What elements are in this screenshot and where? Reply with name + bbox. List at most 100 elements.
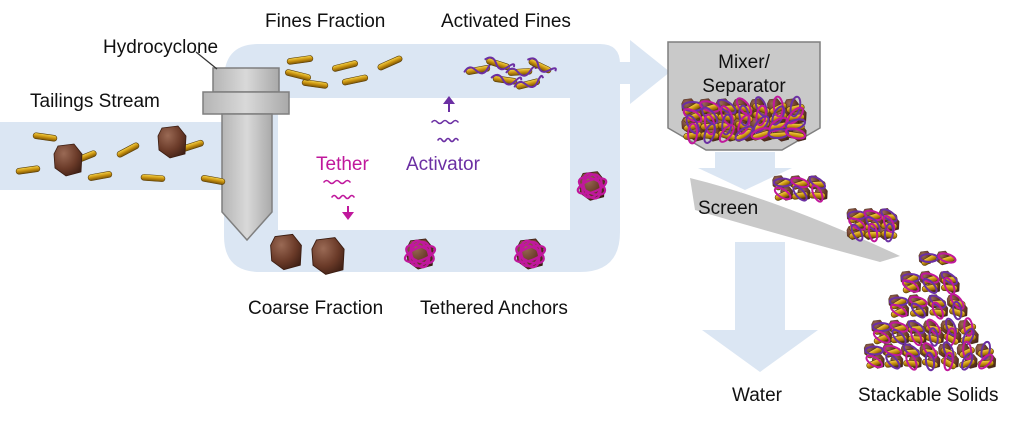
anchor-tether-loop (582, 172, 602, 200)
tether-molecule (323, 179, 351, 185)
floc-strand (701, 106, 719, 125)
hydrocyclone-collar (202, 91, 290, 115)
floc-strand (901, 279, 920, 293)
coarse-particle-body (311, 237, 345, 275)
floc-strand (929, 294, 947, 309)
floc-strand (960, 352, 974, 371)
floc-strand (734, 125, 754, 142)
fines-particle-body (341, 74, 369, 86)
label-tether: Tether (316, 154, 369, 175)
tailings-coarse (157, 125, 187, 159)
floc-strand (865, 354, 884, 369)
floc-strand (872, 330, 891, 344)
anchor-tether-loop (513, 244, 547, 264)
tethered-anchor (403, 238, 437, 270)
fines-particle-body (140, 174, 166, 182)
fines-particle-body (377, 55, 403, 71)
floc-strand (907, 320, 925, 334)
floc-strand (943, 351, 954, 372)
coarse-particle-body (270, 233, 302, 271)
activated-fine (490, 73, 523, 86)
tailings-coarse (53, 143, 83, 177)
fines-particle-body (864, 231, 882, 239)
floc-strand (792, 185, 808, 202)
screen-floc (772, 175, 828, 203)
fines-particle-body (331, 60, 359, 72)
tailings-fine (200, 175, 226, 185)
tethered-anchor (576, 171, 608, 201)
hydrocyclone (195, 51, 290, 242)
tether-molecule (331, 194, 355, 200)
floc-strand (891, 328, 907, 346)
floc-strand (963, 317, 974, 337)
floc-strand (910, 327, 923, 347)
coarse-particle (311, 237, 345, 275)
floc-strand (919, 253, 939, 263)
floc-strand (889, 303, 908, 318)
fines-particle (301, 79, 329, 89)
activator-strand (484, 56, 516, 71)
flow-paths (0, 40, 818, 372)
floc-fine (864, 231, 882, 239)
activated-fine (526, 57, 557, 74)
anchor-tether-loop (581, 173, 603, 199)
floc-strand (811, 184, 824, 203)
floc-strand (883, 222, 895, 243)
floc-strand (980, 340, 992, 361)
water-arrow (702, 242, 818, 372)
tailings-fine (140, 174, 166, 182)
floc-strand (773, 186, 792, 201)
tailings-fine (87, 171, 113, 181)
label-tethered-anchors: Tethered Anchors (420, 298, 568, 319)
fines-particle (284, 69, 312, 81)
floc-strand (910, 302, 926, 319)
stackable-solids-layer (900, 270, 960, 296)
fines-particle-body (284, 69, 312, 81)
floc-strand (920, 272, 940, 284)
floc-strand (682, 108, 703, 123)
fines-particle-body (301, 79, 329, 89)
floc-strand (978, 353, 994, 370)
activator-strand (513, 74, 545, 89)
mixer-floc (681, 95, 807, 145)
fines-particle-body (87, 171, 113, 181)
anchor-tether-loop (405, 243, 435, 265)
stackable-solids-layer (888, 293, 968, 321)
stackable-solids-layer (918, 250, 957, 266)
anchor-tether-loop (577, 176, 607, 196)
tether-arrowhead (342, 212, 354, 220)
coarse-particle-body (53, 143, 83, 177)
screen-floc (846, 208, 900, 243)
floc-strand (848, 217, 866, 231)
floc-strand (924, 351, 936, 372)
tethered-anchor (513, 238, 547, 270)
fines-particle (341, 74, 369, 86)
hydrocyclone-top (212, 67, 280, 93)
floc-strand (718, 124, 735, 143)
floc-strand (850, 223, 864, 242)
anchor-tether-loop (403, 244, 437, 264)
label-stackable-solids: Stackable Solids (858, 385, 999, 406)
fines-particle-body (116, 142, 140, 158)
floc-strand (922, 277, 938, 295)
anchor-tether-loop (409, 239, 431, 269)
anchor-tether-loop (576, 177, 608, 195)
floc-strand (928, 327, 939, 347)
activated-fine (484, 56, 516, 71)
label-mixer-separator: Mixer/ Separator (702, 52, 786, 97)
anchor-tether-loop (515, 243, 545, 265)
label-screen: Screen (698, 198, 759, 219)
label-coarse-fraction: Coarse Fraction (248, 298, 384, 319)
floc-strand (952, 300, 963, 321)
label-water: Water (732, 385, 782, 406)
floc-strand (931, 301, 944, 320)
floc-strand (699, 100, 721, 113)
coarse-particle-body (157, 125, 187, 159)
fines-particle-body (32, 132, 58, 142)
activator-strand (526, 57, 557, 73)
activator-molecule (431, 119, 459, 125)
floc-strand (885, 353, 901, 370)
activator-strand (490, 73, 523, 86)
floc-strand (703, 123, 717, 144)
